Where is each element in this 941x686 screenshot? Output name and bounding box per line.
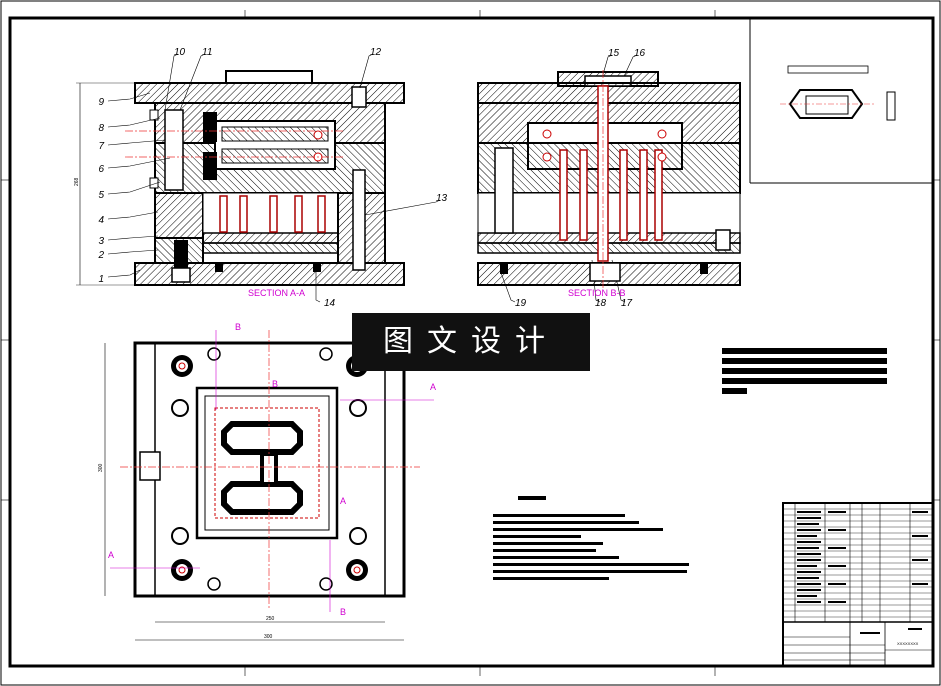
notes-block — [493, 496, 689, 580]
part-number-5: 5 — [98, 190, 104, 201]
drawing-code: XXXXXXXX — [897, 641, 919, 646]
plan-marker-a-right: A — [430, 382, 436, 392]
part-number-11: 11 — [202, 47, 212, 58]
section-aa-view — [76, 70, 405, 286]
technical-requirements-block — [722, 348, 887, 394]
part-number-6: 6 — [98, 164, 104, 175]
section-height-dimension: 268 — [74, 177, 80, 186]
section-bb-title: SECTION B-B — [568, 288, 626, 298]
part-number-12: 12 — [370, 47, 382, 58]
part-number-1: 1 — [98, 274, 104, 285]
part-number-14: 14 — [324, 298, 336, 309]
part-number-15: 15 — [608, 48, 620, 59]
section-bb-view — [477, 70, 741, 290]
part-number-4: 4 — [98, 215, 104, 226]
part-number-13: 13 — [436, 193, 448, 204]
product-reference-view — [749, 18, 933, 184]
plan-marker-a-inner: A — [340, 496, 346, 506]
plan-height-dimension: 300 — [98, 463, 104, 472]
part-number-2: 2 — [97, 250, 104, 261]
plan-view — [104, 330, 434, 641]
part-number-9: 9 — [98, 97, 104, 108]
part-number-7: 7 — [98, 141, 104, 152]
bill-of-materials-table — [782, 502, 934, 667]
part-number-8: 8 — [98, 123, 104, 134]
section-aa-title: SECTION A-A — [248, 288, 305, 298]
plan-width-inner-dimension: 250 — [266, 616, 275, 622]
part-number-10: 10 — [174, 47, 186, 58]
plan-width-outer-dimension: 300 — [264, 634, 273, 640]
zone-ticks — [1, 10, 940, 676]
plan-marker-a-left: A — [108, 550, 114, 560]
plan-marker-b-mid: B — [272, 379, 278, 389]
part-number-18: 18 — [595, 298, 607, 309]
part-number-19: 19 — [515, 298, 527, 309]
part-number-17: 17 — [621, 298, 633, 309]
watermark-banner: 图文设计 — [352, 313, 590, 371]
leader-lines — [107, 53, 638, 303]
part-number-16: 16 — [634, 48, 646, 59]
plan-marker-b-top: B — [235, 322, 241, 332]
inner-border — [8, 16, 935, 668]
bom-cell-text — [797, 511, 928, 634]
plan-marker-b-bottom: B — [340, 607, 346, 617]
part-number-3: 3 — [98, 236, 104, 247]
